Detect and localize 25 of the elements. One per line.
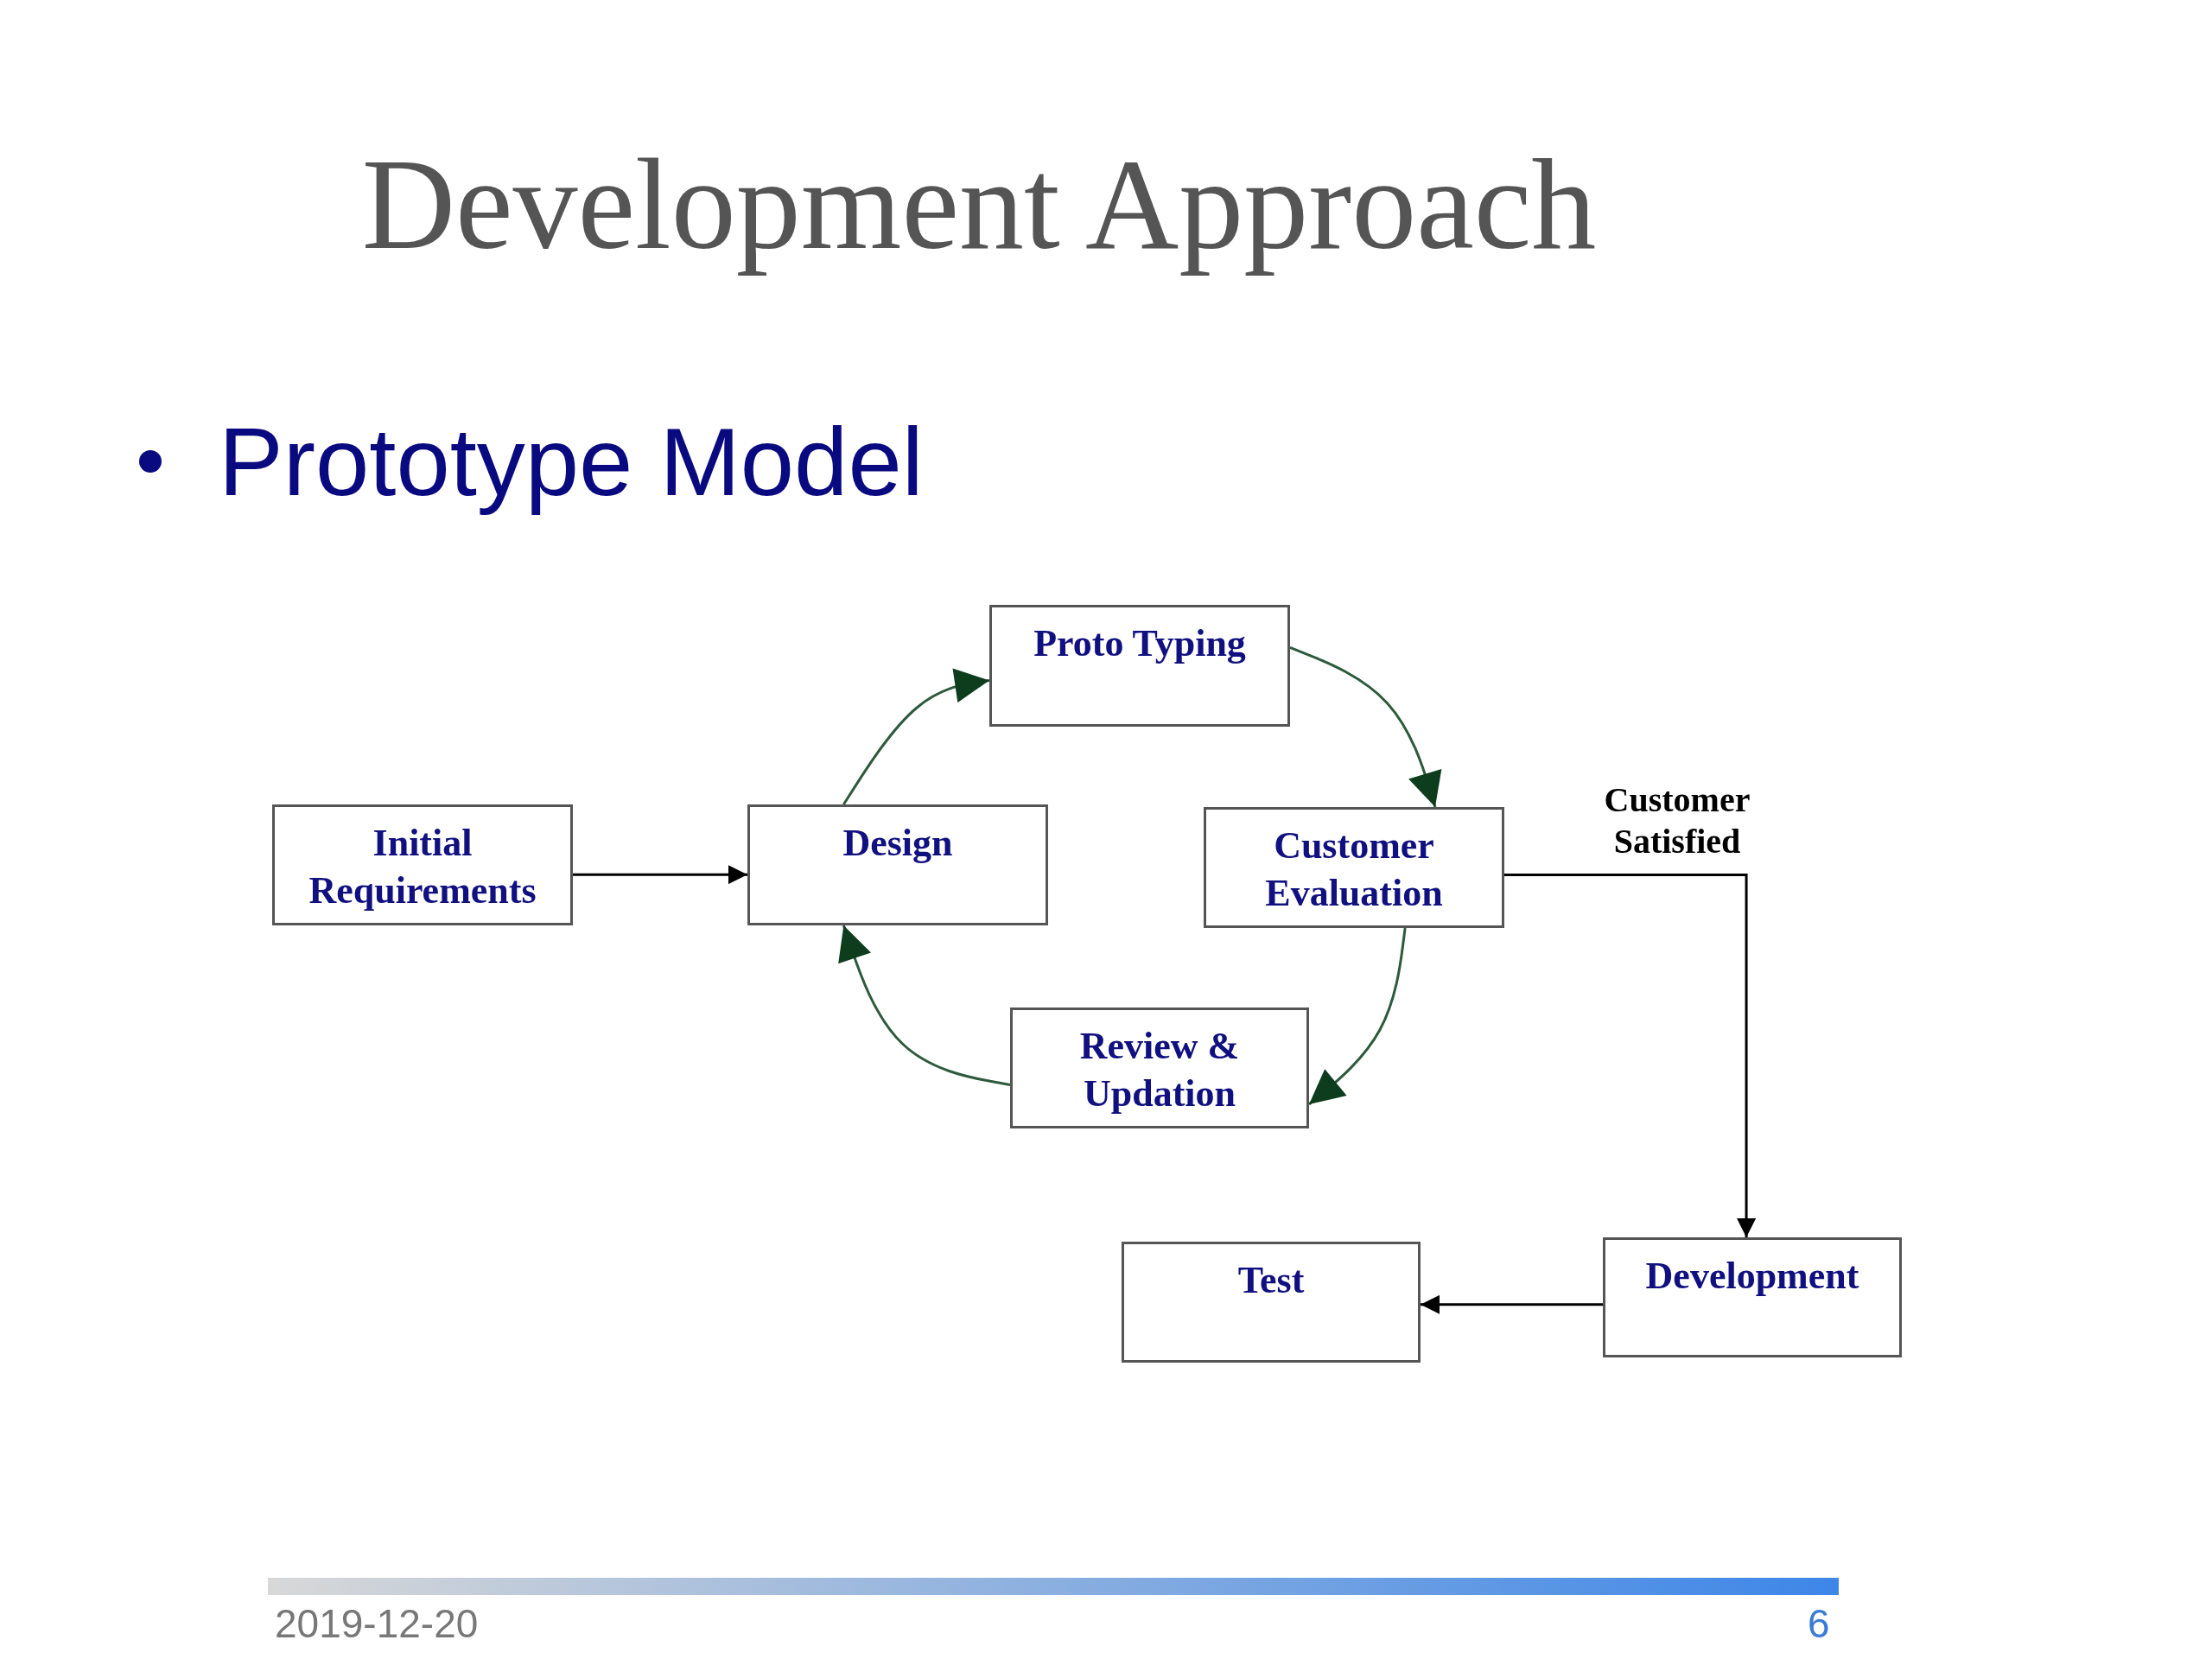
box-label: Proto Typing: [1033, 621, 1247, 666]
process-box: [1010, 1007, 1309, 1128]
box-label: Initial Requirements: [308, 821, 537, 913]
process-box: [1122, 1242, 1421, 1363]
date-text: 2019-12-20: [275, 1600, 479, 1647]
arrow: [1289, 645, 1442, 808]
arrow: [838, 925, 1011, 1087]
box-label: Development: [1644, 1254, 1860, 1299]
process-box: [272, 804, 573, 925]
box-label: Customer Evaluation: [1264, 823, 1444, 916]
box-label: Test: [1236, 1258, 1306, 1303]
arrow: [842, 668, 990, 805]
bullet-text: Prototype Model: [219, 407, 924, 518]
arrow: [1308, 927, 1407, 1106]
arrow: [1504, 873, 1757, 1237]
title: Development Approach: [360, 131, 1598, 277]
process-box: [1603, 1237, 1902, 1357]
process-box: [989, 605, 1290, 727]
page-number: 6: [1808, 1600, 1830, 1647]
box-label: Design: [842, 821, 954, 866]
arrow: [1421, 1294, 1603, 1314]
process-box: [747, 804, 1048, 925]
process-box: [1204, 807, 1504, 928]
arrow: [573, 865, 747, 885]
box-label: Review & Updation: [1078, 1024, 1241, 1116]
